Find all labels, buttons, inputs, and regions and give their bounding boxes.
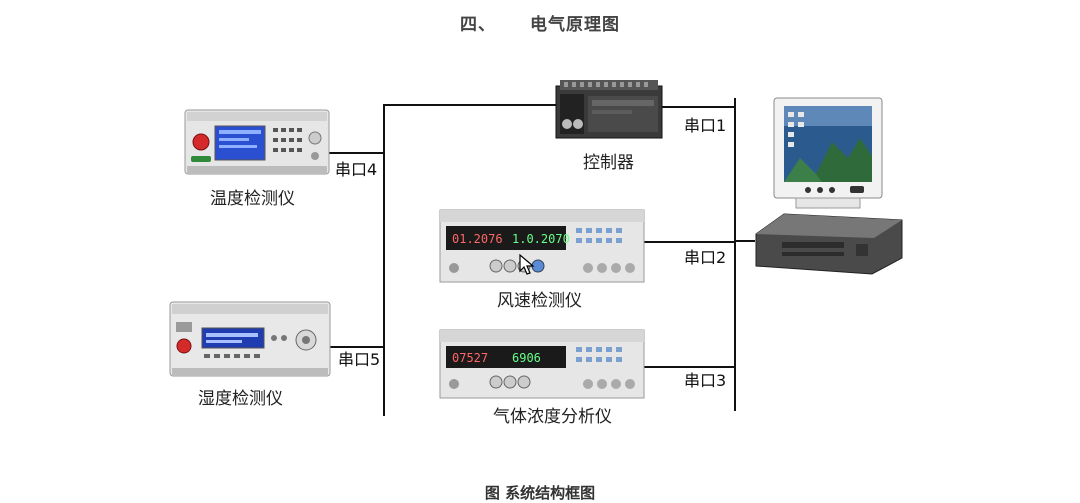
wind-display-right: 1.0.2070 [512, 232, 570, 246]
diagram-title: 四、 电气原理图 [0, 10, 1080, 35]
port-label-2: 串口2 [684, 248, 727, 267]
left-bus [383, 104, 385, 416]
wire-port2 [644, 241, 735, 243]
left-bus-top-link [383, 104, 559, 106]
port-label-1: 串口1 [684, 116, 727, 135]
right-bus [734, 98, 736, 411]
wind-display-left: 01.2076 [452, 232, 503, 246]
title-text: 电气原理图 [530, 15, 620, 35]
port-label-3: 串口3 [684, 371, 727, 390]
title-number: 四、 [460, 15, 496, 35]
wire-port4 [328, 152, 384, 154]
wire-port3 [644, 366, 735, 368]
figure-caption: 图 系统结构框图 [484, 484, 596, 502]
humidity-meter-label: 湿度检测仪 [198, 389, 283, 409]
wind-meter-icon: 01.2076 1.0.2070 [439, 209, 645, 283]
wind-meter-label: 风速检测仪 [497, 291, 582, 311]
port-label-5: 串口5 [338, 350, 381, 369]
humidity-meter-icon [169, 301, 331, 377]
controller-icon [555, 80, 663, 139]
gas-display-left: 07527 [452, 351, 488, 365]
gas-analyzer-label: 气体浓度分析仪 [493, 407, 612, 427]
wire-to-pc [735, 240, 755, 242]
gas-analyzer-icon: 07527 6906 [439, 329, 645, 399]
port-label-4: 串口4 [335, 160, 378, 179]
controller-label: 控制器 [583, 153, 634, 173]
mouse-cursor-icon [519, 253, 535, 275]
wire-port1 [662, 106, 735, 108]
temperature-meter-label: 温度检测仪 [210, 189, 295, 209]
temperature-meter-icon [184, 109, 330, 175]
gas-display-right: 6906 [512, 351, 541, 365]
wire-port5 [330, 346, 384, 348]
computer-icon [755, 97, 903, 275]
